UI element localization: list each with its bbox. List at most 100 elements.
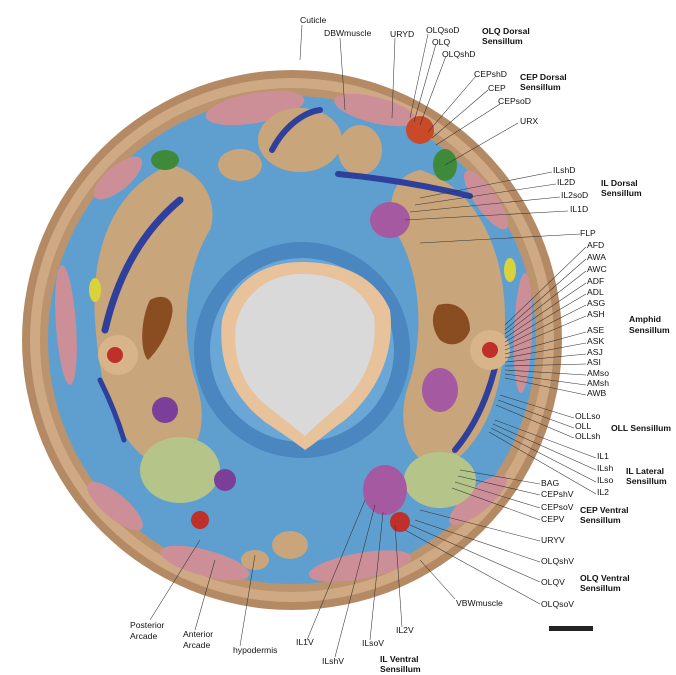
label-olqsov: OLQsoV	[541, 599, 574, 609]
group-olq-dorsal: OLQ Dorsal Sensillum	[482, 26, 532, 46]
label-il1: IL1	[597, 451, 609, 461]
oll-cluster	[422, 368, 458, 412]
group-cep-ventral-line-1: CEP Ventral	[580, 505, 629, 515]
group-cep-ventral: CEP Ventral Sensillum	[580, 505, 631, 525]
posterior-arcade-line-1: Posterior	[130, 620, 165, 630]
label-olqshv: OLQshV	[541, 556, 574, 566]
label-olqshd: OLQshD	[442, 49, 475, 59]
label-cepv: CEPV	[541, 514, 565, 524]
group-amphid: Amphid Sensillum	[629, 314, 670, 335]
dbw-muscle	[93, 156, 143, 200]
group-il-dorsal: IL Dorsal Sensillum	[601, 178, 642, 198]
group-oll: OLL Sensillum	[611, 423, 671, 433]
group-olq-ventral-line-2: Sensillum	[580, 583, 621, 593]
ventral-red	[191, 511, 209, 529]
label-anterior-arcade: Anterior Arcade	[183, 629, 215, 650]
group-il-lateral-line-1: IL Lateral	[626, 466, 664, 476]
label-urx: URX	[520, 116, 538, 126]
label-olqv: OLQV	[541, 577, 565, 587]
il-ventral-cluster	[363, 465, 407, 515]
label-posterior-arcade: Posterior Arcade	[130, 620, 167, 641]
sensillum-clusters	[89, 116, 516, 532]
labels: Cuticle DBWmuscle URYD OLQsoD OLQ OLQshD…	[130, 15, 613, 666]
vbw-muscle	[87, 481, 143, 531]
dorsal-neuropil	[338, 125, 382, 175]
label-il2sod: IL2soD	[561, 190, 588, 200]
label-bag: BAG	[541, 478, 559, 488]
cross-section	[22, 70, 562, 610]
group-olq-dorsal-line-2: Sensillum	[482, 36, 523, 46]
group-il-dorsal-line-1: IL Dorsal	[601, 178, 638, 188]
label-asg: ASG	[587, 298, 605, 308]
label-flp: FLP	[580, 228, 596, 238]
label-ollsh: OLLsh	[575, 431, 601, 441]
label-cepshd: CEPshD	[474, 69, 507, 79]
anterior-arcade-line-2: Arcade	[183, 640, 210, 650]
dorsal-neuropil	[258, 108, 342, 172]
amphid-left	[142, 296, 173, 360]
scale-bar	[549, 626, 593, 631]
label-vbwmuscle: VBWmuscle	[456, 598, 503, 608]
label-ilso: ILso	[597, 475, 613, 485]
ventral-neuropil	[404, 452, 476, 508]
label-asi: ASI	[587, 357, 601, 367]
label-amso: AMso	[587, 368, 609, 378]
label-ilshd: ILshD	[553, 165, 575, 175]
label-ollso: OLLso	[575, 411, 601, 421]
label-olq: OLQ	[432, 37, 450, 47]
process	[335, 171, 473, 199]
process	[101, 196, 184, 334]
group-il-ventral-line-1: IL Ventral	[380, 654, 419, 664]
label-oll: OLL	[575, 421, 591, 431]
label-cuticle: Cuticle	[300, 15, 326, 25]
group-cep-dorsal-line-2: Sensillum	[520, 82, 561, 92]
ventral-red	[390, 512, 410, 532]
left-yellow-cluster	[89, 278, 101, 302]
label-il1d: IL1D	[570, 204, 588, 214]
group-il-lateral: IL Lateral Sensillum	[626, 466, 667, 486]
label-cepshv: CEPshV	[541, 489, 574, 499]
label-uryd: URYD	[390, 29, 414, 39]
amphid-pockets	[142, 296, 470, 360]
ventral-neuropil	[140, 437, 220, 503]
label-asj: ASJ	[587, 347, 603, 357]
label-il2d: IL2D	[557, 177, 575, 187]
group-amphid-line-2: Sensillum	[629, 325, 670, 335]
ventral-neuropil	[241, 550, 269, 570]
group-olq-ventral: OLQ Ventral Sensillum	[580, 573, 632, 593]
dbw-muscle	[334, 93, 416, 127]
cep-dorsal-cluster	[406, 116, 434, 144]
group-il-ventral: IL Ventral Sensillum	[380, 654, 421, 674]
right-yellow-cluster	[504, 258, 516, 282]
lateral-muscle	[55, 265, 77, 385]
label-ase: ASE	[587, 325, 604, 335]
label-ask: ASK	[587, 336, 604, 346]
label-ilsov: ILsoV	[362, 638, 384, 648]
group-il-dorsal-line-2: Sensillum	[601, 188, 642, 198]
pharynx-lumen	[235, 274, 375, 436]
amphid-right	[432, 303, 470, 345]
process	[97, 377, 127, 443]
label-cepsod: CEPsoD	[498, 96, 531, 106]
leader-lines	[149, 24, 597, 658]
label-cepsov: CEPsoV	[541, 502, 574, 512]
group-il-ventral-line-2: Sensillum	[380, 664, 421, 674]
label-ilsh: ILsh	[597, 463, 613, 473]
label-awb: AWB	[587, 388, 607, 398]
anterior-arcade-line-1: Anterior	[183, 629, 213, 639]
label-ilshv: ILshV	[322, 656, 344, 666]
label-amsh: AMsh	[587, 378, 609, 388]
label-cep: CEP	[488, 83, 506, 93]
group-cep-dorsal-line-1: CEP Dorsal	[520, 72, 567, 82]
amphid-red-right	[482, 342, 498, 358]
label-afd: AFD	[587, 240, 604, 250]
il-dorsal-cluster	[370, 202, 410, 238]
label-awa: AWA	[587, 252, 606, 262]
left-green-cluster	[151, 150, 179, 170]
label-dbwmuscle: DBWmuscle	[324, 28, 371, 38]
label-ash: ASH	[587, 309, 605, 319]
label-uryv: URYV	[541, 535, 565, 545]
left-purple-cluster	[152, 397, 178, 423]
group-amphid-line-1: Amphid	[629, 314, 661, 324]
